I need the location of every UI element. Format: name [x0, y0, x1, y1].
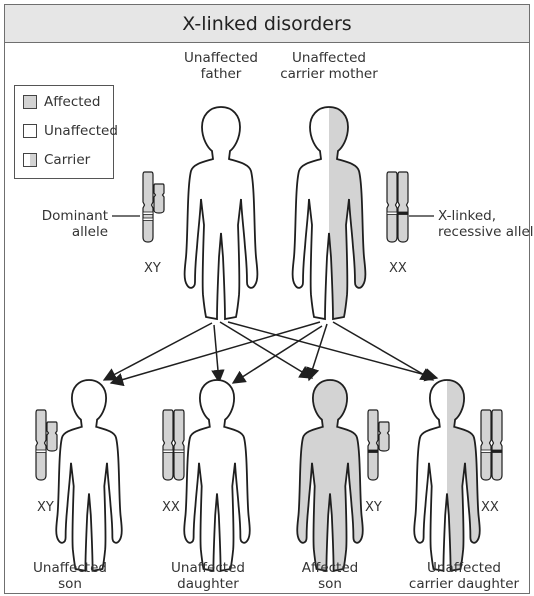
father-label-line1: Unaffected — [161, 50, 281, 66]
child-figure-daughter-1 — [184, 380, 250, 571]
child-figure-son-1 — [56, 380, 122, 571]
mother-label-line1: Unaffected — [264, 50, 394, 66]
father-figure — [185, 107, 258, 319]
child-figure-carrier-daughter — [414, 380, 480, 571]
legend-swatch-affected — [23, 95, 37, 109]
legend-item-affected: Affected — [23, 93, 100, 111]
mother-label: Unaffected carrier mother — [264, 50, 394, 82]
legend: Affected Unaffected Carrier — [14, 85, 114, 179]
child-figure-son-affected — [297, 380, 363, 571]
child-label-daughter-1: Unaffected daughter — [160, 560, 256, 592]
mother-chromosome-tag: XX — [389, 261, 407, 276]
recessive-allele-label: X-linked, recessive allele — [438, 208, 530, 240]
child-label-line2: daughter — [160, 576, 256, 592]
daughter-1-chromosome-tag: XX — [162, 500, 180, 515]
father-label-line2: father — [161, 66, 281, 82]
son-affected-chromosome-tag: XY — [365, 500, 382, 515]
dominant-allele-line1: Dominant — [20, 208, 108, 224]
legend-item-unaffected: Unaffected — [23, 122, 118, 140]
child-label-line1: Unaffected — [160, 560, 256, 576]
mother-label-line2: carrier mother — [264, 66, 394, 82]
child-label-line1: Unaffected — [398, 560, 530, 576]
dominant-allele-label: Dominant allele — [20, 208, 108, 240]
recessive-allele-line2: recessive allele — [438, 224, 530, 240]
child-label-line2: son — [22, 576, 118, 592]
legend-label: Affected — [44, 94, 100, 110]
legend-label: Carrier — [44, 152, 90, 168]
daughter-1-chromosomes — [163, 410, 184, 480]
carrier-daughter-chromosomes — [481, 410, 502, 480]
father-label: Unaffected father — [161, 50, 281, 82]
child-label-line1: Unaffected — [22, 560, 118, 576]
son-1-chromosomes — [36, 410, 57, 480]
legend-label: Unaffected — [44, 123, 118, 139]
recessive-allele-line1: X-linked, — [438, 208, 530, 224]
son-affected-chromosomes — [368, 410, 389, 480]
father-chromosome-tag: XY — [144, 261, 161, 276]
child-label-son-1: Unaffected son — [22, 560, 118, 592]
child-label-line1: Affected — [290, 560, 370, 576]
child-label-line2: son — [290, 576, 370, 592]
mother-figure — [293, 107, 366, 319]
legend-swatch-unaffected — [23, 124, 37, 138]
child-label-carrier-daughter: Unaffected carrier daughter — [398, 560, 530, 592]
child-label-line2: carrier daughter — [398, 576, 530, 592]
mother-chromosomes — [387, 172, 408, 242]
legend-item-carrier: Carrier — [23, 151, 90, 169]
father-chromosomes — [143, 172, 164, 242]
dominant-allele-line2: allele — [20, 224, 108, 240]
carrier-daughter-chromosome-tag: XX — [481, 500, 499, 515]
legend-swatch-carrier — [23, 153, 37, 167]
inheritance-arrows — [104, 322, 437, 383]
child-label-son-affected: Affected son — [290, 560, 370, 592]
son-1-chromosome-tag: XY — [37, 500, 54, 515]
